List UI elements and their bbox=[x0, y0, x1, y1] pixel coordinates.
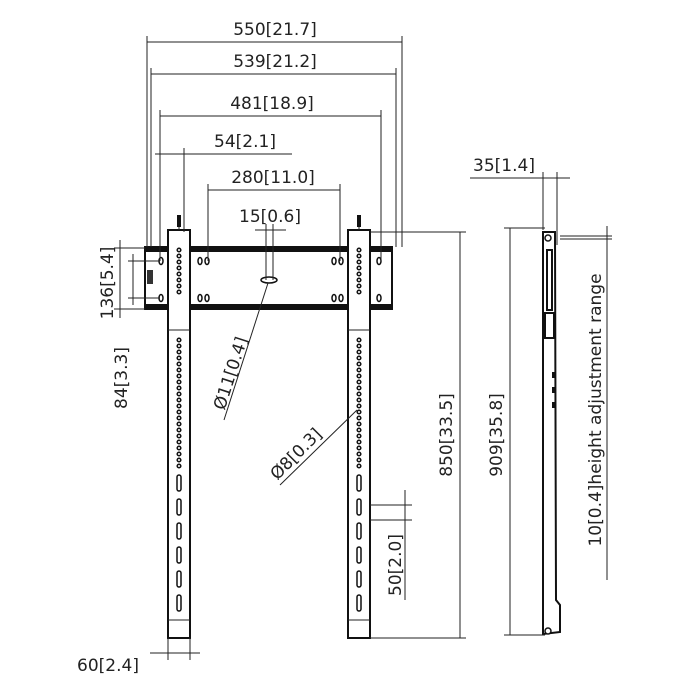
upright-hole bbox=[356, 289, 362, 295]
dimension-lines bbox=[114, 36, 612, 660]
upright-hole bbox=[176, 391, 182, 397]
dim-rail-width: 539[21.2] bbox=[233, 52, 317, 72]
upright-holes bbox=[176, 247, 362, 612]
dim-offset-50: 50[2.0] bbox=[386, 534, 406, 596]
upright-slot bbox=[356, 474, 362, 492]
dimension-labels: 550[21.7] 539[21.2] 481[18.9] 54[2.1] 28… bbox=[77, 20, 606, 676]
upright-hole bbox=[176, 337, 182, 343]
crossbar-latch bbox=[147, 270, 153, 284]
upright-hole bbox=[356, 391, 362, 397]
upright-hole bbox=[356, 361, 362, 367]
upright-slot bbox=[176, 474, 182, 492]
upright-hole bbox=[176, 361, 182, 367]
upright-slot bbox=[176, 594, 182, 612]
upright-hole bbox=[176, 463, 182, 469]
upright-hole bbox=[176, 367, 182, 373]
dim-upright-height: 850[33.5] bbox=[437, 393, 457, 477]
upright-hole bbox=[356, 271, 362, 277]
upright-hole bbox=[176, 421, 182, 427]
upright-hole bbox=[176, 373, 182, 379]
dim-min-hole-span: 280[11.0] bbox=[231, 168, 315, 188]
upright-hole bbox=[176, 355, 182, 361]
upright-hole bbox=[356, 337, 362, 343]
front-view bbox=[144, 215, 393, 639]
upright-hole bbox=[356, 463, 362, 469]
upright-hole bbox=[356, 409, 362, 415]
upright-slot bbox=[356, 522, 362, 540]
dim-max-hole-span: 481[18.9] bbox=[230, 94, 314, 114]
upright-hole bbox=[356, 259, 362, 265]
dim-depth: 35[1.4] bbox=[473, 156, 535, 176]
upright-hole bbox=[176, 247, 182, 253]
upright-hole bbox=[356, 355, 362, 361]
upright-hole bbox=[356, 373, 362, 379]
upright-hole bbox=[176, 265, 182, 271]
upright-hole bbox=[176, 457, 182, 463]
upright-slot bbox=[356, 594, 362, 612]
upright-hole bbox=[176, 379, 182, 385]
dim-offset-54: 54[2.1] bbox=[214, 132, 276, 152]
upright-hole bbox=[356, 445, 362, 451]
upright-hole bbox=[356, 427, 362, 433]
upright-hole bbox=[176, 259, 182, 265]
upright-hole bbox=[176, 403, 182, 409]
upright-hole bbox=[176, 349, 182, 355]
upright-hole bbox=[356, 433, 362, 439]
dim-overall-height: 909[35.8] bbox=[487, 393, 507, 477]
upright-hole bbox=[176, 409, 182, 415]
upright-hole bbox=[356, 253, 362, 259]
upright-hole bbox=[176, 277, 182, 283]
upright-hole bbox=[176, 427, 182, 433]
upright-hole bbox=[356, 439, 362, 445]
dim-overall-width: 550[21.7] bbox=[233, 20, 317, 40]
upright-hole bbox=[356, 397, 362, 403]
upright-hole bbox=[176, 433, 182, 439]
upright-hole bbox=[356, 385, 362, 391]
upright-hole bbox=[356, 277, 362, 283]
upright-hole bbox=[356, 265, 362, 271]
upright-hole bbox=[176, 385, 182, 391]
upright-hole bbox=[356, 403, 362, 409]
side-view bbox=[542, 215, 561, 636]
upright-slot bbox=[176, 570, 182, 588]
dim-hole-dia-8: Ø8[0.3] bbox=[267, 425, 327, 485]
upright-hole bbox=[356, 283, 362, 289]
upright-hole bbox=[176, 253, 182, 259]
upright-hole bbox=[176, 271, 182, 277]
dim-upright-width: 60[2.4] bbox=[77, 656, 139, 676]
upright-slot bbox=[176, 522, 182, 540]
dim-height-adjustment: 10[0.4]height adjustment range bbox=[586, 273, 606, 546]
upright-hole bbox=[176, 343, 182, 349]
upright-hole bbox=[176, 397, 182, 403]
upright-slot bbox=[356, 546, 362, 564]
upright-hole bbox=[356, 457, 362, 463]
upright-hole bbox=[356, 247, 362, 253]
upright-hole bbox=[176, 445, 182, 451]
upright-hole bbox=[176, 283, 182, 289]
dim-slot-15: 15[0.6] bbox=[239, 207, 301, 227]
upright-slot bbox=[176, 546, 182, 564]
upright-hole bbox=[176, 451, 182, 457]
dim-hole-vertical: 84[3.3] bbox=[112, 347, 132, 409]
upright-hole bbox=[356, 343, 362, 349]
upright-hole bbox=[356, 421, 362, 427]
upright-hole bbox=[176, 415, 182, 421]
upright-hole bbox=[356, 349, 362, 355]
upright-hole bbox=[356, 415, 362, 421]
dim-rail-height: 136[5.4] bbox=[98, 247, 118, 320]
upright-hole bbox=[356, 451, 362, 457]
upright-slot bbox=[356, 570, 362, 588]
upright-hole bbox=[176, 439, 182, 445]
upright-hole bbox=[356, 367, 362, 373]
upright-hole bbox=[356, 379, 362, 385]
upright-slot bbox=[356, 498, 362, 516]
upright-hole bbox=[176, 289, 182, 295]
dim-hole-dia-11: Ø11[0.4] bbox=[210, 335, 252, 413]
upright-slot bbox=[176, 498, 182, 516]
